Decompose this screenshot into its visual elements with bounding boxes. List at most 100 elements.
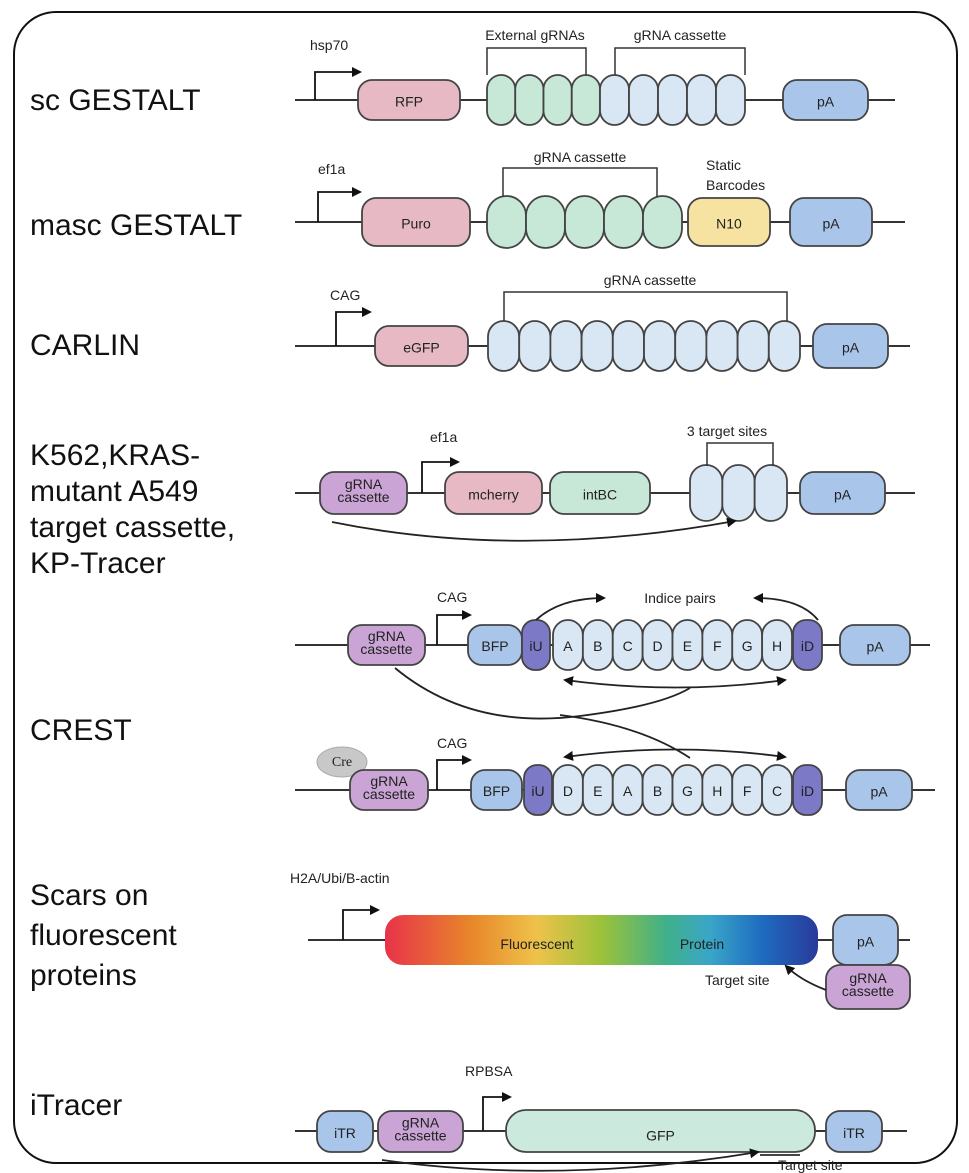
- n10-barcode: [687, 197, 771, 247]
- targeting-arrow: [331, 517, 737, 542]
- indice-site-label: B: [593, 638, 602, 654]
- grna-cassette: [347, 624, 426, 666]
- static-barcodes-label: Static: [706, 157, 741, 173]
- row-label-k562: mutant A549: [30, 475, 198, 508]
- grna-cassette-label-line2: cassette: [842, 983, 894, 999]
- grna-cassette: [349, 769, 429, 811]
- grna-cassette-site: [487, 320, 521, 372]
- cre-recombinase: [316, 746, 368, 778]
- iu-site-label: iU: [529, 638, 542, 654]
- polya-signal-label: pA: [857, 933, 875, 949]
- puro-gene: [361, 197, 471, 247]
- row-label-scars: fluorescent: [30, 919, 177, 952]
- row-label-k562: K562,KRAS-: [30, 439, 200, 472]
- polya-signal-label: pA: [822, 215, 840, 231]
- fluorescent-protein-gene: [385, 915, 818, 965]
- indice-site-label: C: [772, 783, 782, 799]
- bracket-label: External gRNAs: [485, 27, 585, 43]
- gfp-gene-label: GFP: [646, 1127, 675, 1143]
- iu-site: [523, 764, 553, 816]
- row-label-scars: Scars on: [30, 879, 148, 912]
- id-site-label: iD: [801, 783, 814, 799]
- indice-site-label: G: [682, 783, 693, 799]
- promoter-arrow-icon: [317, 187, 362, 222]
- polya-signal: [839, 624, 911, 666]
- grna-cassette-label-line1: gRNA: [402, 1115, 440, 1131]
- polya-signal-label: pA: [834, 486, 852, 502]
- promoter-arrow-icon: [482, 1092, 512, 1131]
- grna-cassette-label-line1: gRNA: [849, 970, 887, 986]
- bracket-label: 3 target sites: [687, 423, 767, 439]
- promoter-label: CAG: [330, 287, 360, 303]
- grna-cassette-site: [715, 74, 746, 126]
- targeting-arrow: [784, 964, 827, 991]
- indice-site-label: B: [653, 783, 662, 799]
- egfp-gene: [374, 325, 469, 367]
- grna-cassette-site: [599, 74, 630, 126]
- iu-site-label: iU: [531, 783, 544, 799]
- grna-cassette-site: [549, 320, 583, 372]
- rfp-gene: [357, 79, 461, 121]
- target-site-label: Target site: [778, 1157, 843, 1173]
- grna-cassette-site: [705, 320, 739, 372]
- bracket-label: gRNA cassette: [604, 272, 697, 288]
- puro-gene-label: Puro: [401, 215, 431, 231]
- grna-cassette-label-line2: cassette: [394, 1128, 446, 1144]
- grna-cassette-site: [686, 74, 717, 126]
- indice-site-label: H: [772, 638, 782, 654]
- outer-frame: [13, 11, 958, 1164]
- bracket: [486, 47, 587, 75]
- egfp-gene-label: eGFP: [403, 339, 440, 355]
- grna-cassette-site: [611, 320, 645, 372]
- polya-signal: [789, 197, 873, 247]
- bracket: [502, 167, 658, 197]
- bfp-gene-label: BFP: [481, 638, 508, 654]
- itr-left-label: iTR: [334, 1125, 356, 1141]
- polya-signal: [845, 769, 913, 811]
- itr-right: [825, 1110, 883, 1153]
- indice-site-label: A: [623, 783, 633, 799]
- indice-site: [761, 764, 793, 816]
- promoter-label: CAG: [437, 735, 467, 751]
- indice-site-label: E: [683, 638, 692, 654]
- inversion-arrow: [563, 676, 787, 689]
- polya-signal-label: pA: [842, 339, 860, 355]
- indice-site-label: A: [563, 638, 573, 654]
- grna-cassette-label-line2: cassette: [337, 489, 389, 505]
- grna-cassette: [377, 1110, 464, 1153]
- grna-cassette-site: [767, 320, 801, 372]
- row-label-k562: KP-Tracer: [30, 547, 166, 580]
- grna-cassette-label-line2: cassette: [360, 641, 412, 657]
- grna-cassette-site: [580, 320, 614, 372]
- grna-cassette-site: [736, 320, 770, 372]
- grna-cassette-label-line1: gRNA: [345, 476, 383, 492]
- promoter-arrow-icon: [314, 67, 362, 100]
- itr-left: [316, 1110, 374, 1153]
- row-label-scars: proteins: [30, 959, 137, 992]
- row-label-carlin: CARLIN: [30, 329, 140, 362]
- external-grna-site: [570, 74, 601, 126]
- polya-signal: [799, 471, 886, 515]
- grna-cassette-site: [628, 74, 659, 126]
- promoter-arrow-icon: [342, 905, 380, 940]
- intbc-barcode: [549, 471, 651, 515]
- bracket: [503, 291, 788, 321]
- promoter-label: ef1a: [318, 161, 345, 177]
- polya-signal-label: pA: [866, 638, 884, 654]
- polya-signal-label: pA: [817, 93, 835, 109]
- id-site-label: iD: [801, 638, 814, 654]
- inversion-arrow: [563, 748, 787, 761]
- promoter-label: H2A/Ubi/B-actin: [290, 870, 390, 886]
- bracket-label: gRNA cassette: [634, 27, 727, 43]
- row-label-sc-gestalt: sc GESTALT: [30, 84, 201, 117]
- fluorescent-protein-label: Protein: [680, 936, 724, 952]
- static-barcodes-label: Barcodes: [706, 177, 765, 193]
- indice-site-label: F: [713, 638, 722, 654]
- grna-cassette: [319, 471, 408, 515]
- indice-site-label: C: [623, 638, 633, 654]
- grna-cassette-label-line1: gRNA: [368, 628, 406, 644]
- indice-site: [761, 619, 793, 671]
- polya-signal: [782, 79, 869, 121]
- indice-site-label: H: [712, 783, 722, 799]
- external-grna-site: [486, 74, 517, 126]
